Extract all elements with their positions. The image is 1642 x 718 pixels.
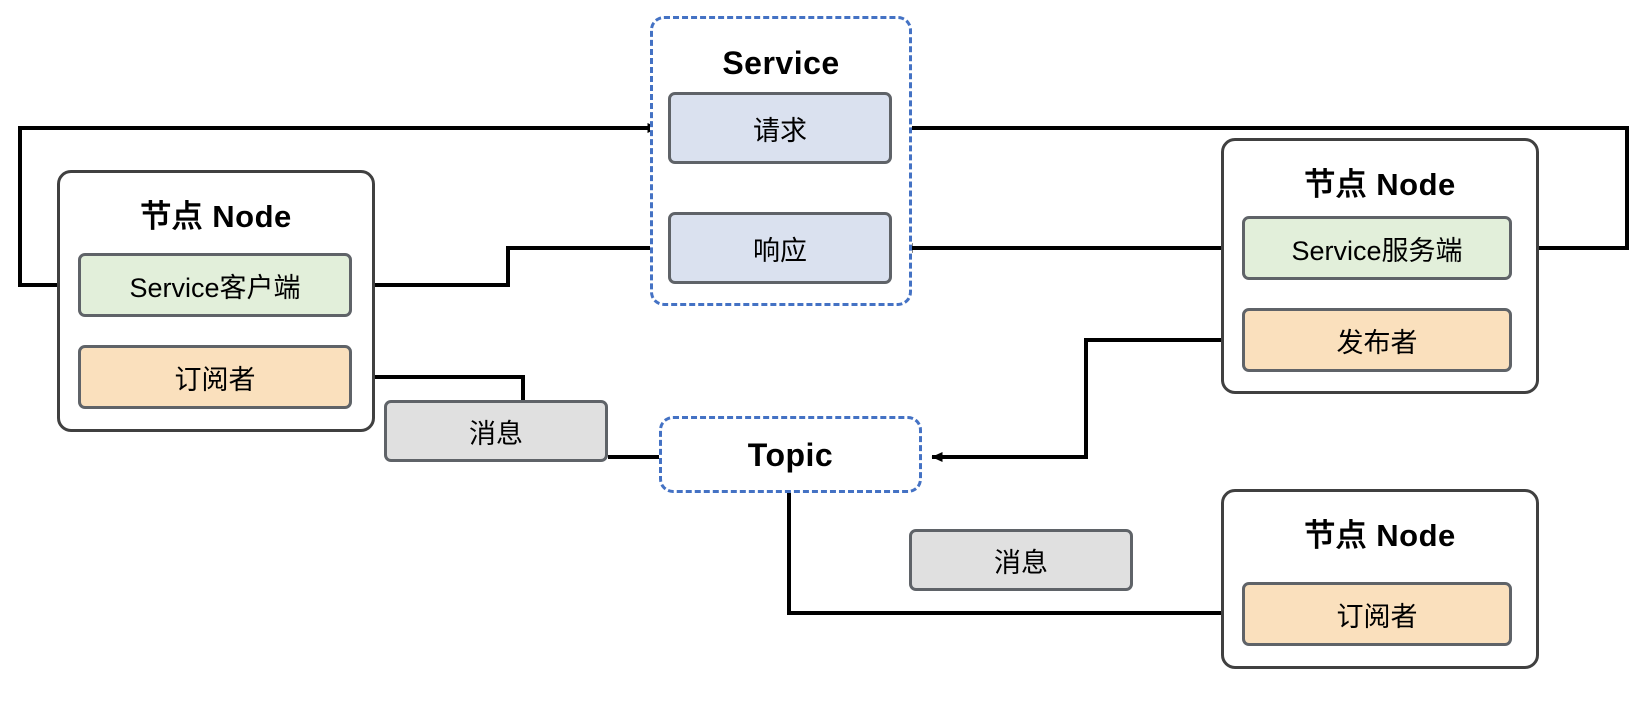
block-request-label: 请求: [753, 115, 807, 146]
block-service-server[interactable]: Service服务端: [1242, 216, 1512, 280]
node-left-title: 节点 Node: [140, 199, 292, 234]
block-subscriber-left-label: 订阅者: [174, 364, 256, 395]
block-response[interactable]: 响应: [668, 212, 892, 284]
block-message-left[interactable]: 消息: [384, 400, 608, 462]
block-subscriber-bottom-label: 订阅者: [1336, 601, 1418, 632]
block-response-label: 响应: [753, 235, 807, 266]
block-request[interactable]: 请求: [668, 92, 892, 164]
block-message-bottom-label: 消息: [994, 547, 1048, 578]
group-topic[interactable]: Topic: [659, 416, 922, 493]
block-publisher-label: 发布者: [1336, 327, 1418, 358]
block-publisher[interactable]: 发布者: [1242, 308, 1512, 372]
group-topic-title: Topic: [747, 437, 834, 473]
block-subscriber-left[interactable]: 订阅者: [78, 345, 352, 409]
block-service-client[interactable]: Service客户端: [78, 253, 352, 317]
block-subscriber-bottom[interactable]: 订阅者: [1242, 582, 1512, 646]
block-message-left-label: 消息: [469, 418, 523, 449]
block-service-server-label: Service服务端: [1291, 235, 1463, 266]
group-service-title: Service: [722, 45, 840, 81]
node-right-bottom-title: 节点 Node: [1304, 518, 1456, 553]
edge-response-to-client: [351, 246, 668, 290]
block-service-client-label: Service客户端: [129, 272, 301, 303]
block-message-bottom[interactable]: 消息: [909, 529, 1133, 591]
edge-publisher-to-topic: [931, 338, 1242, 462]
node-right-top-title: 节点 Node: [1304, 167, 1456, 202]
edge-message-left-to-subscriber-left: [351, 372, 525, 402]
